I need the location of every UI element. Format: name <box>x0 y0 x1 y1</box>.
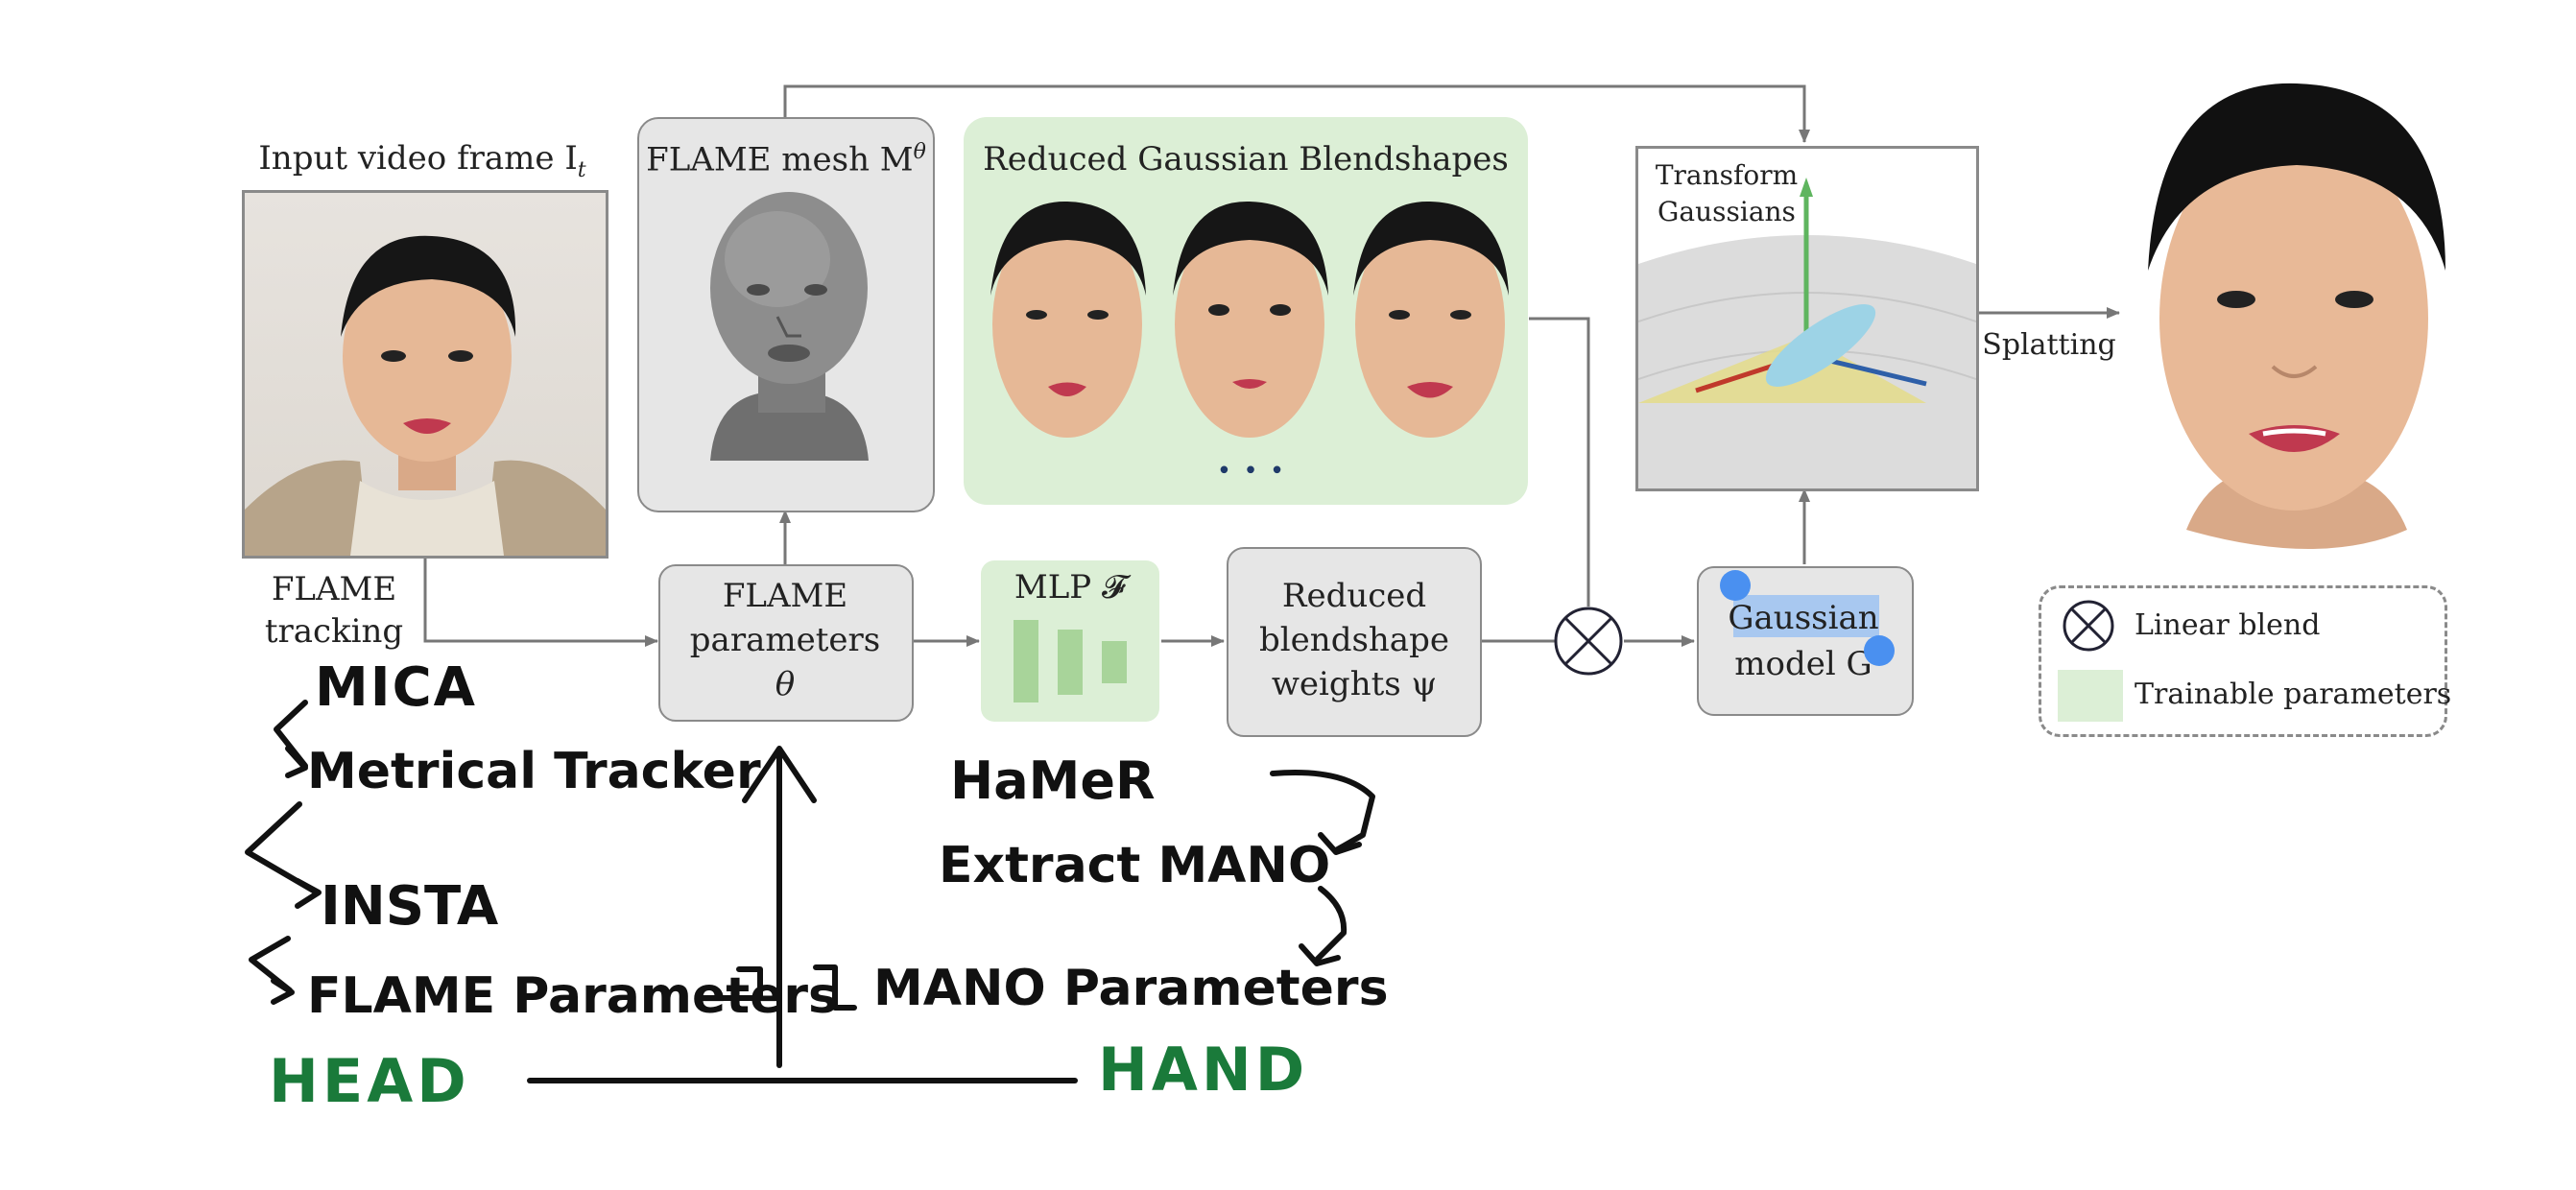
mlp-label: MLP 𝓕 <box>1014 568 1127 607</box>
annotation-insta: INSTA <box>321 875 499 938</box>
gaussian-model-label[interactable]: Gaussian model G <box>1728 599 1879 683</box>
tracking-arrow <box>423 559 658 647</box>
trainable-swatch <box>2058 670 2123 722</box>
legend-box <box>2039 585 2447 737</box>
legend-linear-label: Linear blend <box>2135 608 2321 642</box>
splatting-label: Splatting <box>1982 328 2116 362</box>
flame-tracking-label: FLAME tracking <box>264 570 404 651</box>
blendshape-face-3 <box>1353 201 1509 438</box>
annotation-metrical: Metrical Tracker <box>307 743 761 800</box>
blendshape-face-1 <box>990 201 1146 438</box>
weights-label: Reduced blendshape weights ψ <box>1259 577 1449 703</box>
transform-box <box>1635 146 1979 491</box>
output-avatar-image <box>2148 83 2445 549</box>
transform-label: Transform Gaussians <box>1655 159 1799 227</box>
blendshapes-to-blend-line <box>1529 317 1590 607</box>
selection-handle-start[interactable] <box>1720 570 1751 601</box>
input-frame-label: Input video frame It <box>258 139 586 182</box>
annotation-mano-params: MANO Parameters <box>873 960 1389 1017</box>
weights-box <box>1227 547 1482 737</box>
flame-params-box <box>658 564 914 722</box>
input-frame-image <box>242 190 608 559</box>
flame-mesh-render <box>710 192 869 461</box>
blendshapes-ellipsis: • • • <box>1216 457 1287 486</box>
top-arrow <box>783 84 1810 143</box>
flame-mesh-label: FLAME mesh Mθ <box>646 140 926 179</box>
mlp-bar-3 <box>1102 641 1127 683</box>
blendshape-face-2 <box>1173 201 1328 438</box>
annotation-hamer: HaMeR <box>950 750 1156 811</box>
annotation-extract: Extract MANO <box>939 837 1331 894</box>
text-selection-highlight <box>1733 595 1879 637</box>
flame-params-label: FLAME parameters θ <box>689 577 881 703</box>
blendshapes-title: Reduced Gaussian Blendshapes <box>983 140 1509 178</box>
annotation-flame-params: FLAME Parameters <box>307 967 838 1025</box>
mlp-bar-2 <box>1058 630 1083 695</box>
linear-blend-node <box>1554 607 1623 676</box>
annotation-mica: MICA <box>315 656 477 719</box>
legend-trainable-label: Trainable parameters <box>2135 678 2452 711</box>
annotation-head: HEAD <box>269 1046 470 1116</box>
annotation-hand: HAND <box>1098 1035 1309 1105</box>
selection-handle-end[interactable] <box>1864 635 1895 666</box>
linear-blend-icon <box>2063 600 2114 652</box>
mlp-bar-1 <box>1014 620 1038 702</box>
